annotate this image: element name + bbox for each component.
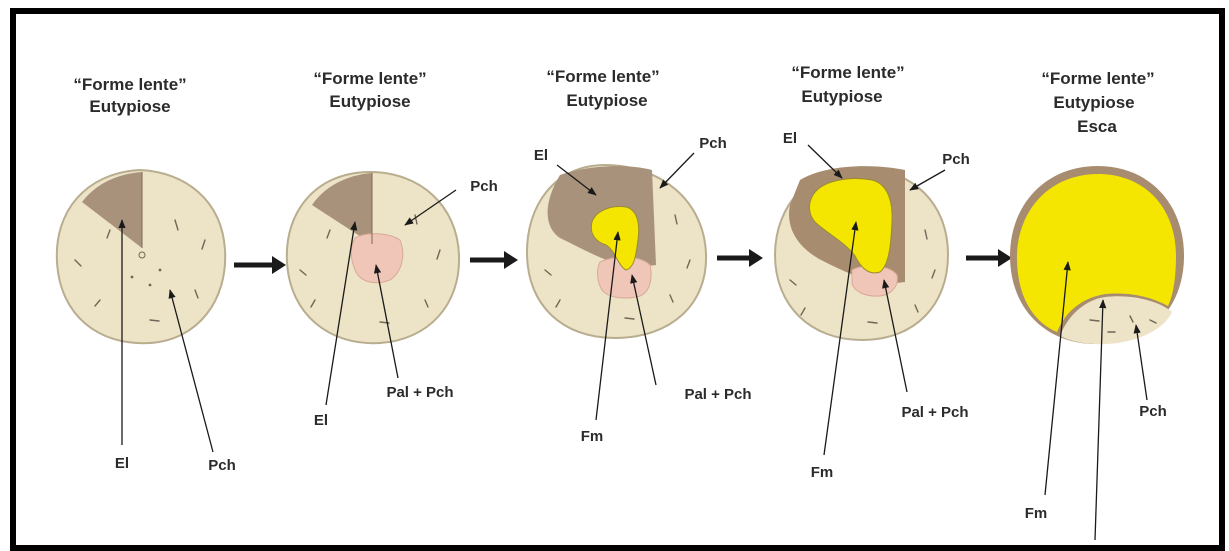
stage-5: “Forme lente” Eutypiose Esca Pch Fm bbox=[1010, 69, 1184, 540]
stage-5-title-line2: Eutypiose bbox=[1053, 93, 1134, 112]
stage-4: “Forme lente” Eutypiose E bbox=[775, 63, 970, 481]
stage-3-label-pch: Pch bbox=[699, 135, 727, 152]
stage-3-title-line2: Eutypiose bbox=[566, 91, 647, 110]
stage-4-trunk-section bbox=[775, 166, 948, 340]
stage-1-title-line1: “Forme lente” bbox=[73, 75, 186, 94]
stage-4-label-el: El bbox=[783, 130, 797, 147]
stage-1-title-line2: Eutypiose bbox=[89, 97, 170, 116]
stage-5-trunk-section bbox=[1010, 166, 1184, 344]
stage-1-trunk-section bbox=[57, 170, 225, 343]
stage-2-label-el: El bbox=[314, 412, 328, 429]
stage-5-title-line1: “Forme lente” bbox=[1041, 69, 1154, 88]
stage-1-label-el: El bbox=[115, 455, 129, 472]
stage-2-pink-zone bbox=[351, 234, 403, 283]
stage-2-trunk-section bbox=[287, 172, 459, 343]
stage-4-label-pch: Pch bbox=[942, 151, 970, 168]
stage-2: “Forme lente” Eutypiose bbox=[287, 69, 498, 429]
stage-2-title-line2: Eutypiose bbox=[329, 92, 410, 111]
stage-5-title-line3: Esca bbox=[1077, 117, 1117, 136]
stage-4-label-pal-pch: Pal + Pch bbox=[901, 404, 968, 421]
stage-2-label-pch: Pch bbox=[470, 178, 498, 195]
stage-2-title-line1: “Forme lente” bbox=[313, 69, 426, 88]
stage-1: “Forme lente” Eutypiose bbox=[57, 75, 236, 474]
stage-2-label-pal-pch: Pal + Pch bbox=[386, 384, 453, 401]
stage-3-label-el: El bbox=[534, 147, 548, 164]
stage-4-title-line1: “Forme lente” bbox=[791, 63, 904, 82]
stage-4-title-line2: Eutypiose bbox=[801, 87, 882, 106]
stage-3-label-fm: Fm bbox=[581, 428, 604, 445]
stage-3-label-pal-pch: Pal + Pch bbox=[684, 386, 751, 403]
stage-3-title-line1: “Forme lente” bbox=[546, 67, 659, 86]
stage-5-label-fm: Fm bbox=[1025, 505, 1048, 522]
stage-1-label-pch: Pch bbox=[208, 457, 236, 474]
stage-4-label-fm: Fm bbox=[811, 464, 834, 481]
stage-3-trunk-section bbox=[527, 165, 706, 338]
stage-5-label-pch: Pch bbox=[1139, 403, 1167, 420]
